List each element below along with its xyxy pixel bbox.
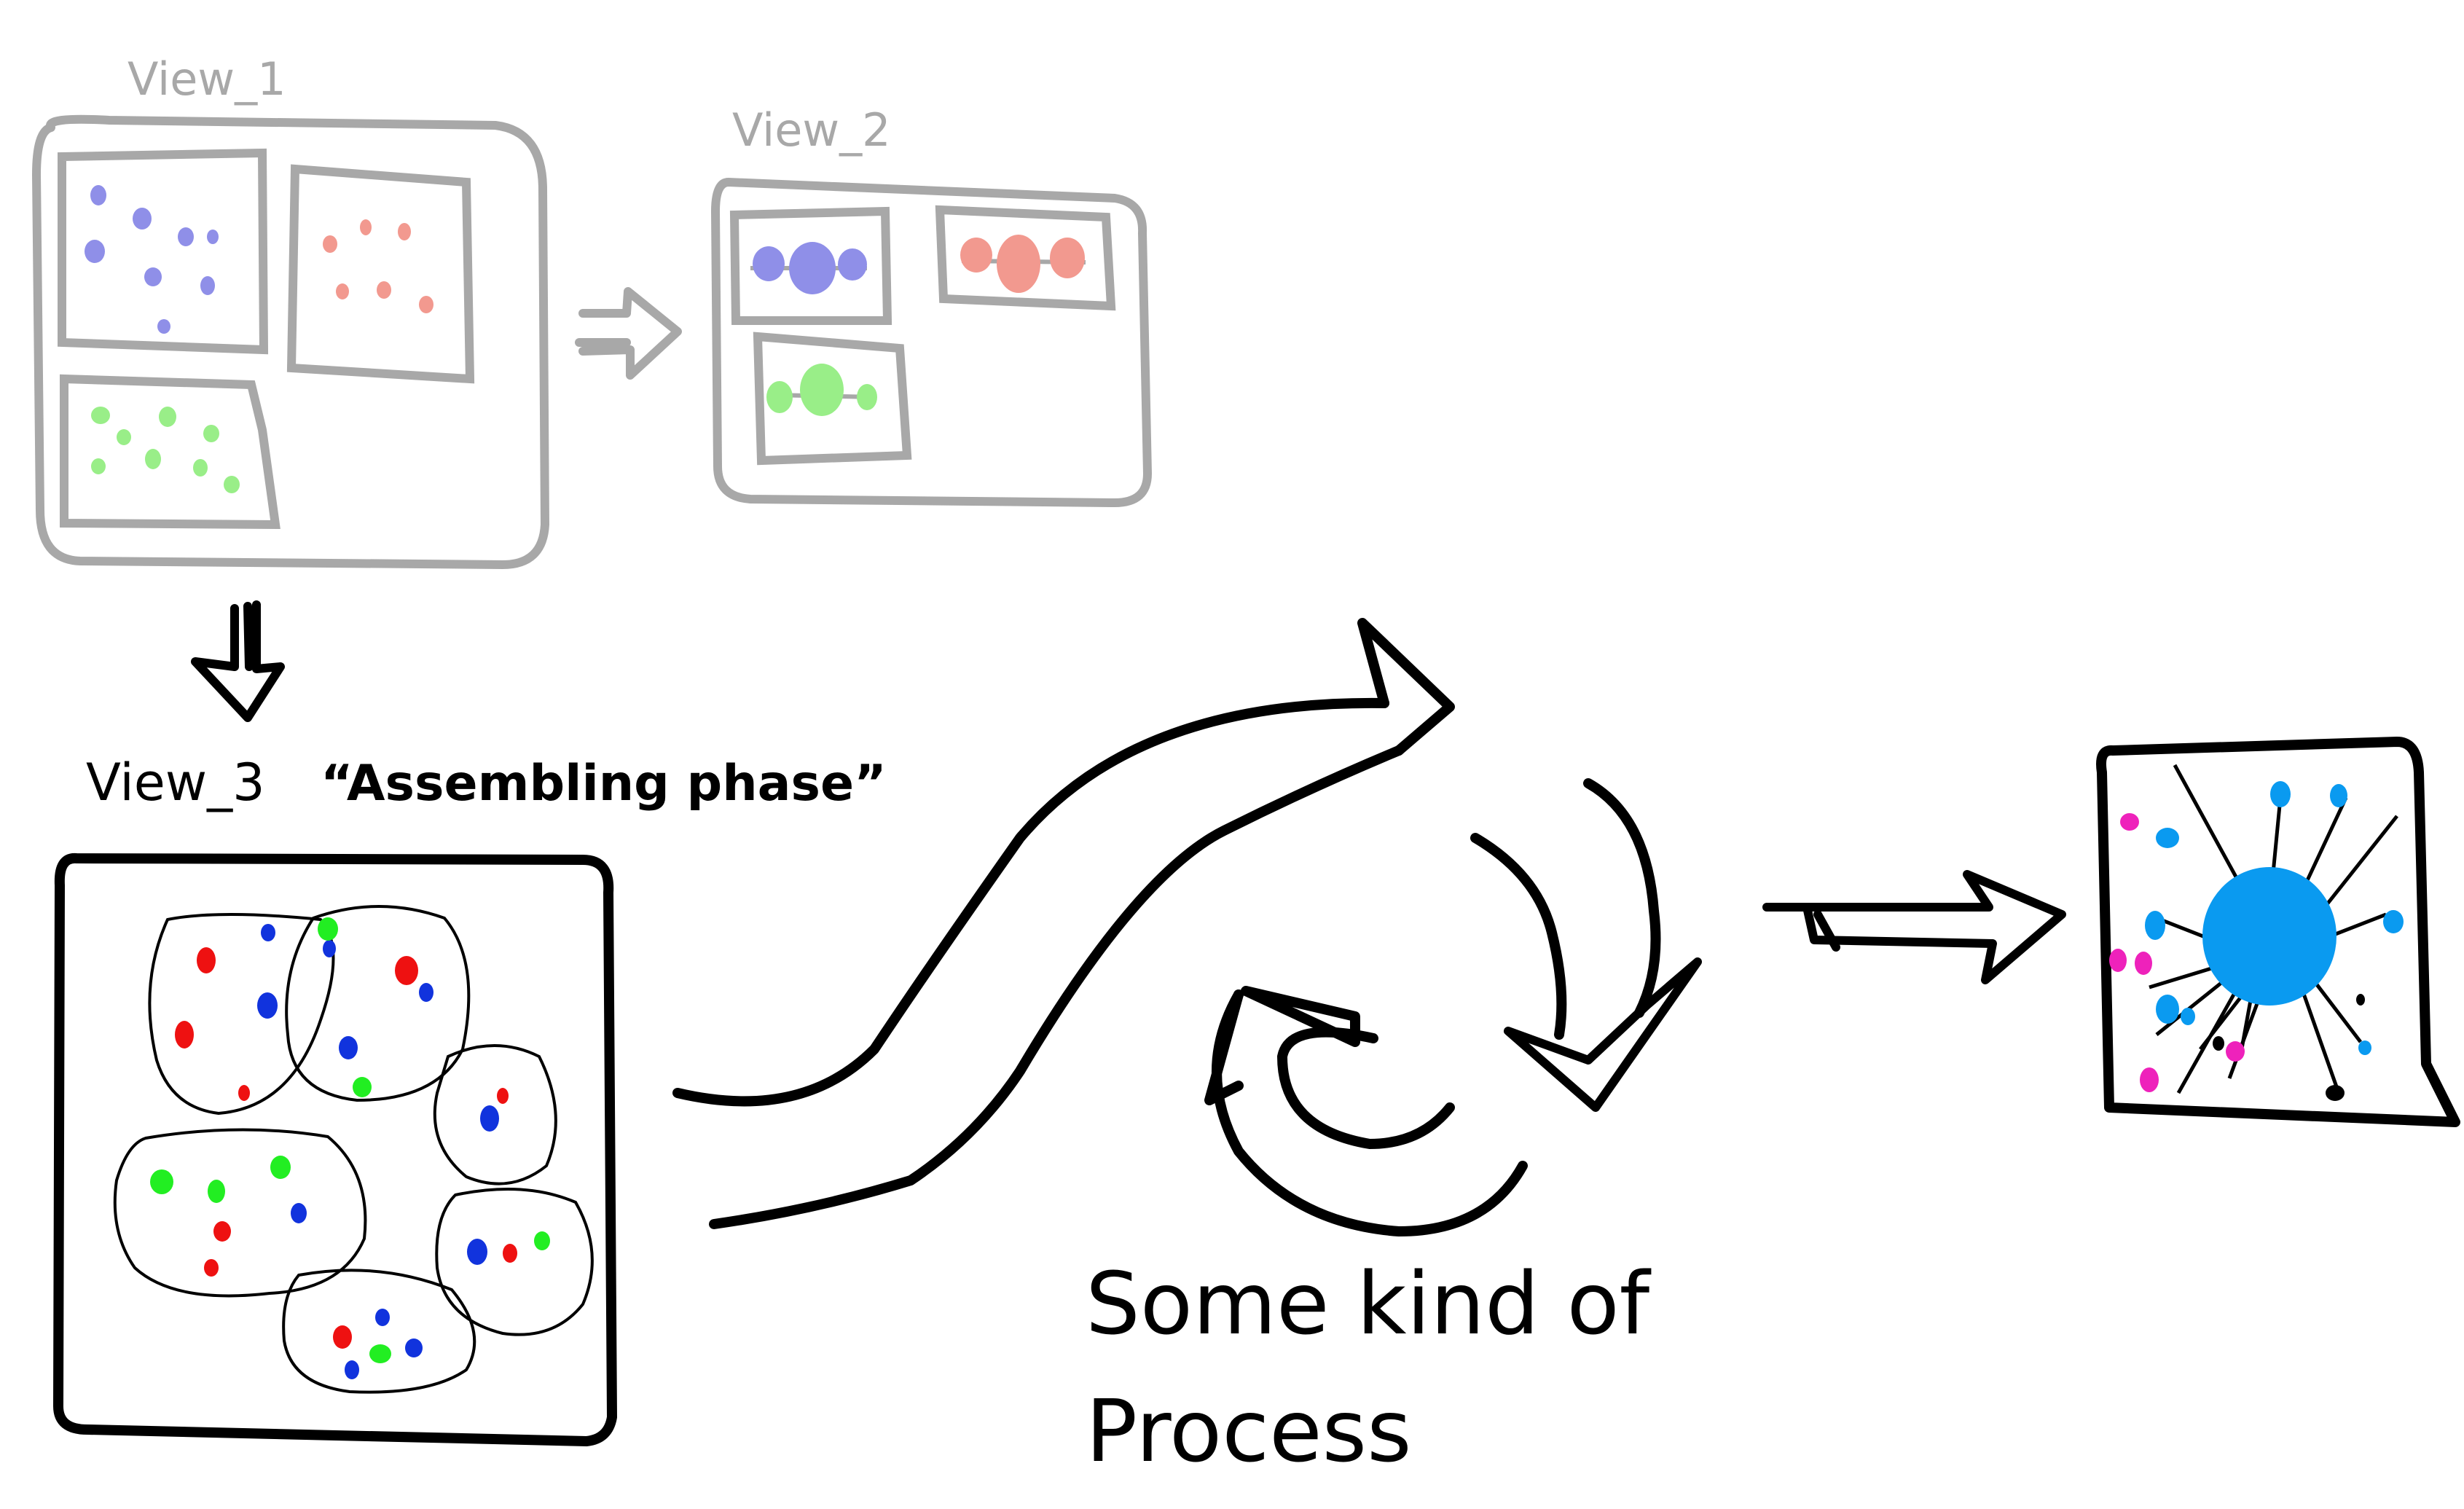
view2-blue-dots [753, 242, 867, 294]
view1-panel-red [286, 164, 475, 384]
view2-frame [711, 178, 1152, 507]
result-hub-blue [2145, 781, 2404, 1055]
result-frame [2096, 737, 2460, 1127]
view2-green-dots [766, 364, 877, 416]
view3-group: View_3 “Assembling phase” [53, 753, 887, 1446]
process-label-line1: Some kind of [1086, 1253, 1652, 1354]
view2-panel-green [753, 332, 912, 466]
process-label-line2: Process [1086, 1381, 1412, 1481]
process-cycle-arrows [1204, 778, 1702, 1236]
result-nodes-magenta [2109, 813, 2245, 1092]
view3-clusters [113, 905, 594, 1394]
arrow-to-result [1762, 870, 2066, 984]
view2-group: View_2 [711, 103, 1152, 507]
assembling-phase-label: “Assembling phase” [321, 755, 887, 812]
result-panel [2096, 737, 2460, 1127]
view2-panel-blue [729, 206, 892, 325]
view1-panel-blue [58, 148, 269, 355]
view3-label: View_3 [86, 753, 265, 812]
big-flow-arrow [672, 618, 1455, 1229]
arrow-view1-to-view2 [575, 287, 682, 380]
view2-red-dots [960, 235, 1085, 293]
view2-panel-red [935, 205, 1116, 311]
view1-green-dots [91, 407, 240, 493]
view1-frame [32, 114, 549, 569]
view3-cells-blue [257, 924, 499, 1379]
view1-panel-green [60, 374, 280, 530]
view2-label: View_2 [732, 103, 891, 157]
result-nodes-black [2213, 994, 2365, 1101]
view3-cells-red [175, 947, 517, 1349]
view1-group: View_1 [32, 52, 549, 569]
view1-label: View_1 [127, 52, 286, 106]
arrow-view1-to-view3 [191, 600, 285, 722]
view3-frame [53, 853, 617, 1446]
view1-blue-dots [85, 185, 219, 334]
view3-cells-green [150, 917, 550, 1363]
view1-red-dots [323, 219, 433, 313]
